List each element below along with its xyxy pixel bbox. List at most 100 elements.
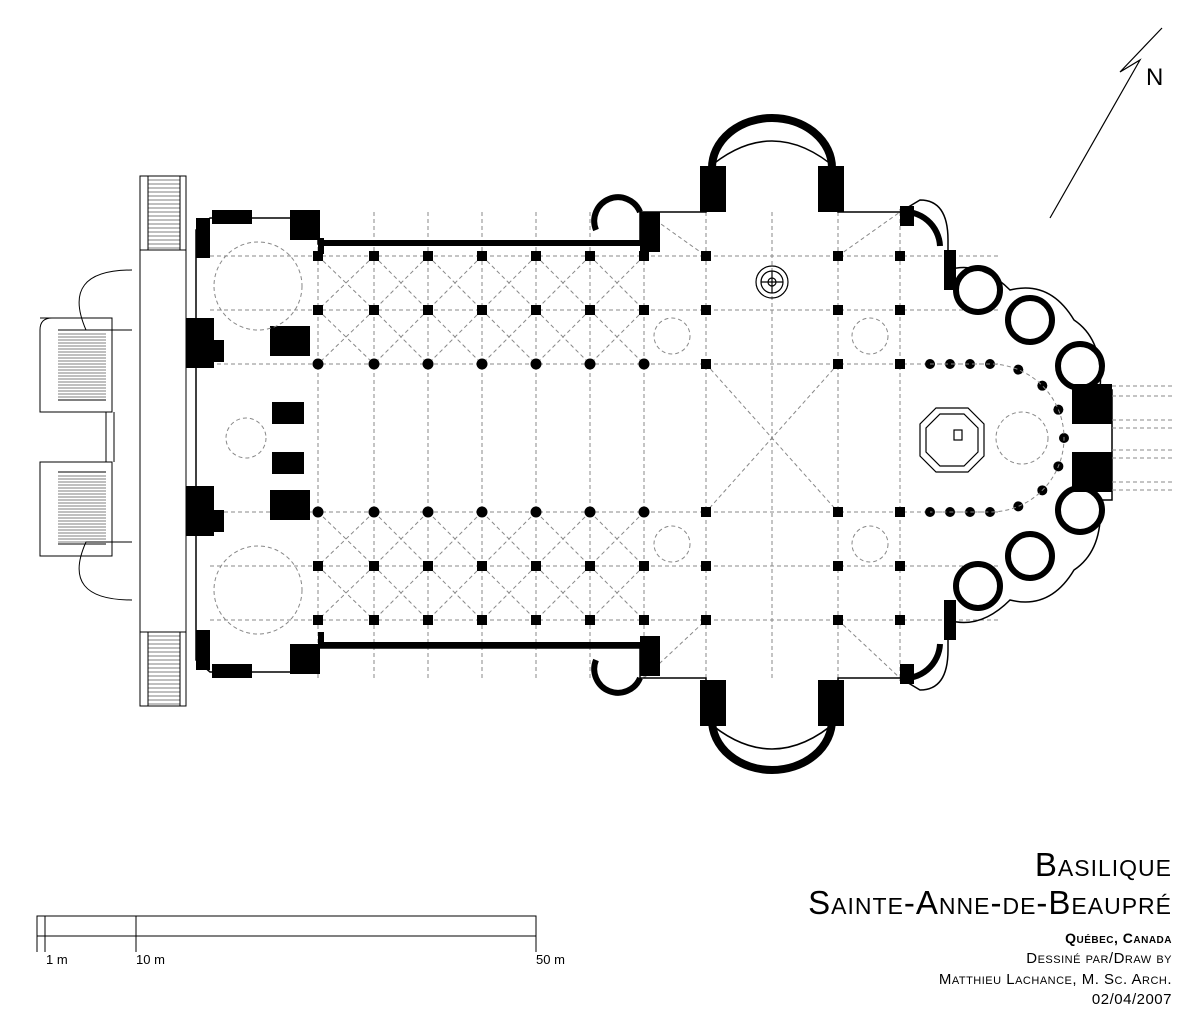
pier	[833, 359, 843, 369]
transept-apse-wall	[708, 114, 836, 169]
pier	[895, 251, 905, 261]
piers	[312, 251, 905, 625]
pier	[638, 506, 650, 518]
scale-label-1m: 1 m	[46, 952, 68, 967]
pier	[639, 615, 649, 625]
rib	[427, 255, 483, 311]
pier	[422, 358, 434, 370]
entrance-steps	[39, 175, 187, 707]
pier	[369, 305, 379, 315]
rib	[373, 309, 429, 365]
author: Matthieu Lachance, M. Sc. Arch.	[938, 971, 1172, 988]
pier	[476, 506, 488, 518]
pier	[477, 305, 487, 315]
pier	[701, 561, 711, 571]
pier	[833, 615, 843, 625]
wall-block	[944, 250, 956, 290]
pier	[585, 305, 595, 315]
transept-apse-wall	[708, 719, 836, 774]
rib	[589, 511, 645, 567]
pier	[312, 506, 324, 518]
column	[965, 507, 975, 517]
north-label: N	[1146, 64, 1164, 91]
rib	[535, 309, 591, 365]
rib	[643, 211, 707, 257]
rib	[373, 511, 429, 567]
pier	[585, 615, 595, 625]
pier	[476, 358, 488, 370]
wall-band	[318, 240, 640, 246]
pier	[701, 251, 711, 261]
pier	[639, 305, 649, 315]
pier	[530, 506, 542, 518]
rib	[837, 211, 901, 257]
pier	[477, 615, 487, 625]
location: Québec, Canada	[1065, 930, 1172, 946]
pier	[701, 305, 711, 315]
pier	[701, 507, 711, 517]
column	[1013, 501, 1024, 512]
chevet-axis-lines	[1112, 385, 1172, 491]
pier	[313, 251, 323, 261]
drawn-by-label: Dessiné par/Draw by	[1026, 950, 1172, 967]
rib	[427, 565, 483, 621]
pier	[638, 358, 650, 370]
wall-block	[212, 664, 252, 678]
column	[1013, 364, 1024, 375]
pier	[895, 561, 905, 571]
pier	[313, 561, 323, 571]
rib	[373, 255, 429, 311]
pier	[477, 561, 487, 571]
pier	[531, 305, 541, 315]
chapel-wall	[1005, 531, 1055, 581]
pier	[368, 506, 380, 518]
pier	[369, 615, 379, 625]
rib	[589, 565, 645, 621]
pier	[423, 561, 433, 571]
pier	[312, 358, 324, 370]
rib	[427, 309, 483, 365]
pier	[895, 359, 905, 369]
wall-block	[318, 632, 324, 648]
north-arrow	[1049, 27, 1163, 219]
wall-block	[700, 680, 726, 726]
crossing-rib	[705, 363, 839, 513]
column	[965, 359, 975, 369]
rib	[481, 255, 537, 311]
wall-block	[186, 318, 214, 368]
wall-block	[944, 600, 956, 640]
wall-block	[212, 210, 252, 224]
pier	[895, 615, 905, 625]
wall-block	[700, 166, 726, 212]
scale-label-10m: 10 m	[136, 952, 165, 967]
rib	[589, 255, 645, 311]
scale-bar	[36, 915, 537, 952]
chapel-wall	[1055, 485, 1105, 535]
pier	[531, 615, 541, 625]
rib	[317, 255, 375, 311]
pier	[833, 251, 843, 261]
scale-label-50m: 50 m	[536, 952, 565, 967]
pier	[584, 506, 596, 518]
rib	[589, 309, 645, 365]
vault-ribs	[210, 211, 1000, 679]
wall-block	[210, 510, 224, 532]
corner-wall	[899, 208, 943, 247]
rib	[481, 565, 537, 621]
pier	[701, 615, 711, 625]
chapel-wall	[953, 265, 1003, 315]
pier	[423, 615, 433, 625]
wall-block	[270, 490, 310, 520]
altar	[919, 407, 985, 473]
dome-outlines	[213, 241, 1065, 635]
wall-block	[196, 630, 210, 670]
pier	[423, 305, 433, 315]
pier	[368, 358, 380, 370]
title-line-2: Sainte-Anne-de-Beaupré	[808, 884, 1172, 921]
wall-block	[640, 636, 660, 676]
wall-band	[318, 642, 640, 648]
wall-block	[640, 212, 660, 252]
rib	[535, 255, 591, 311]
rib	[837, 619, 901, 679]
